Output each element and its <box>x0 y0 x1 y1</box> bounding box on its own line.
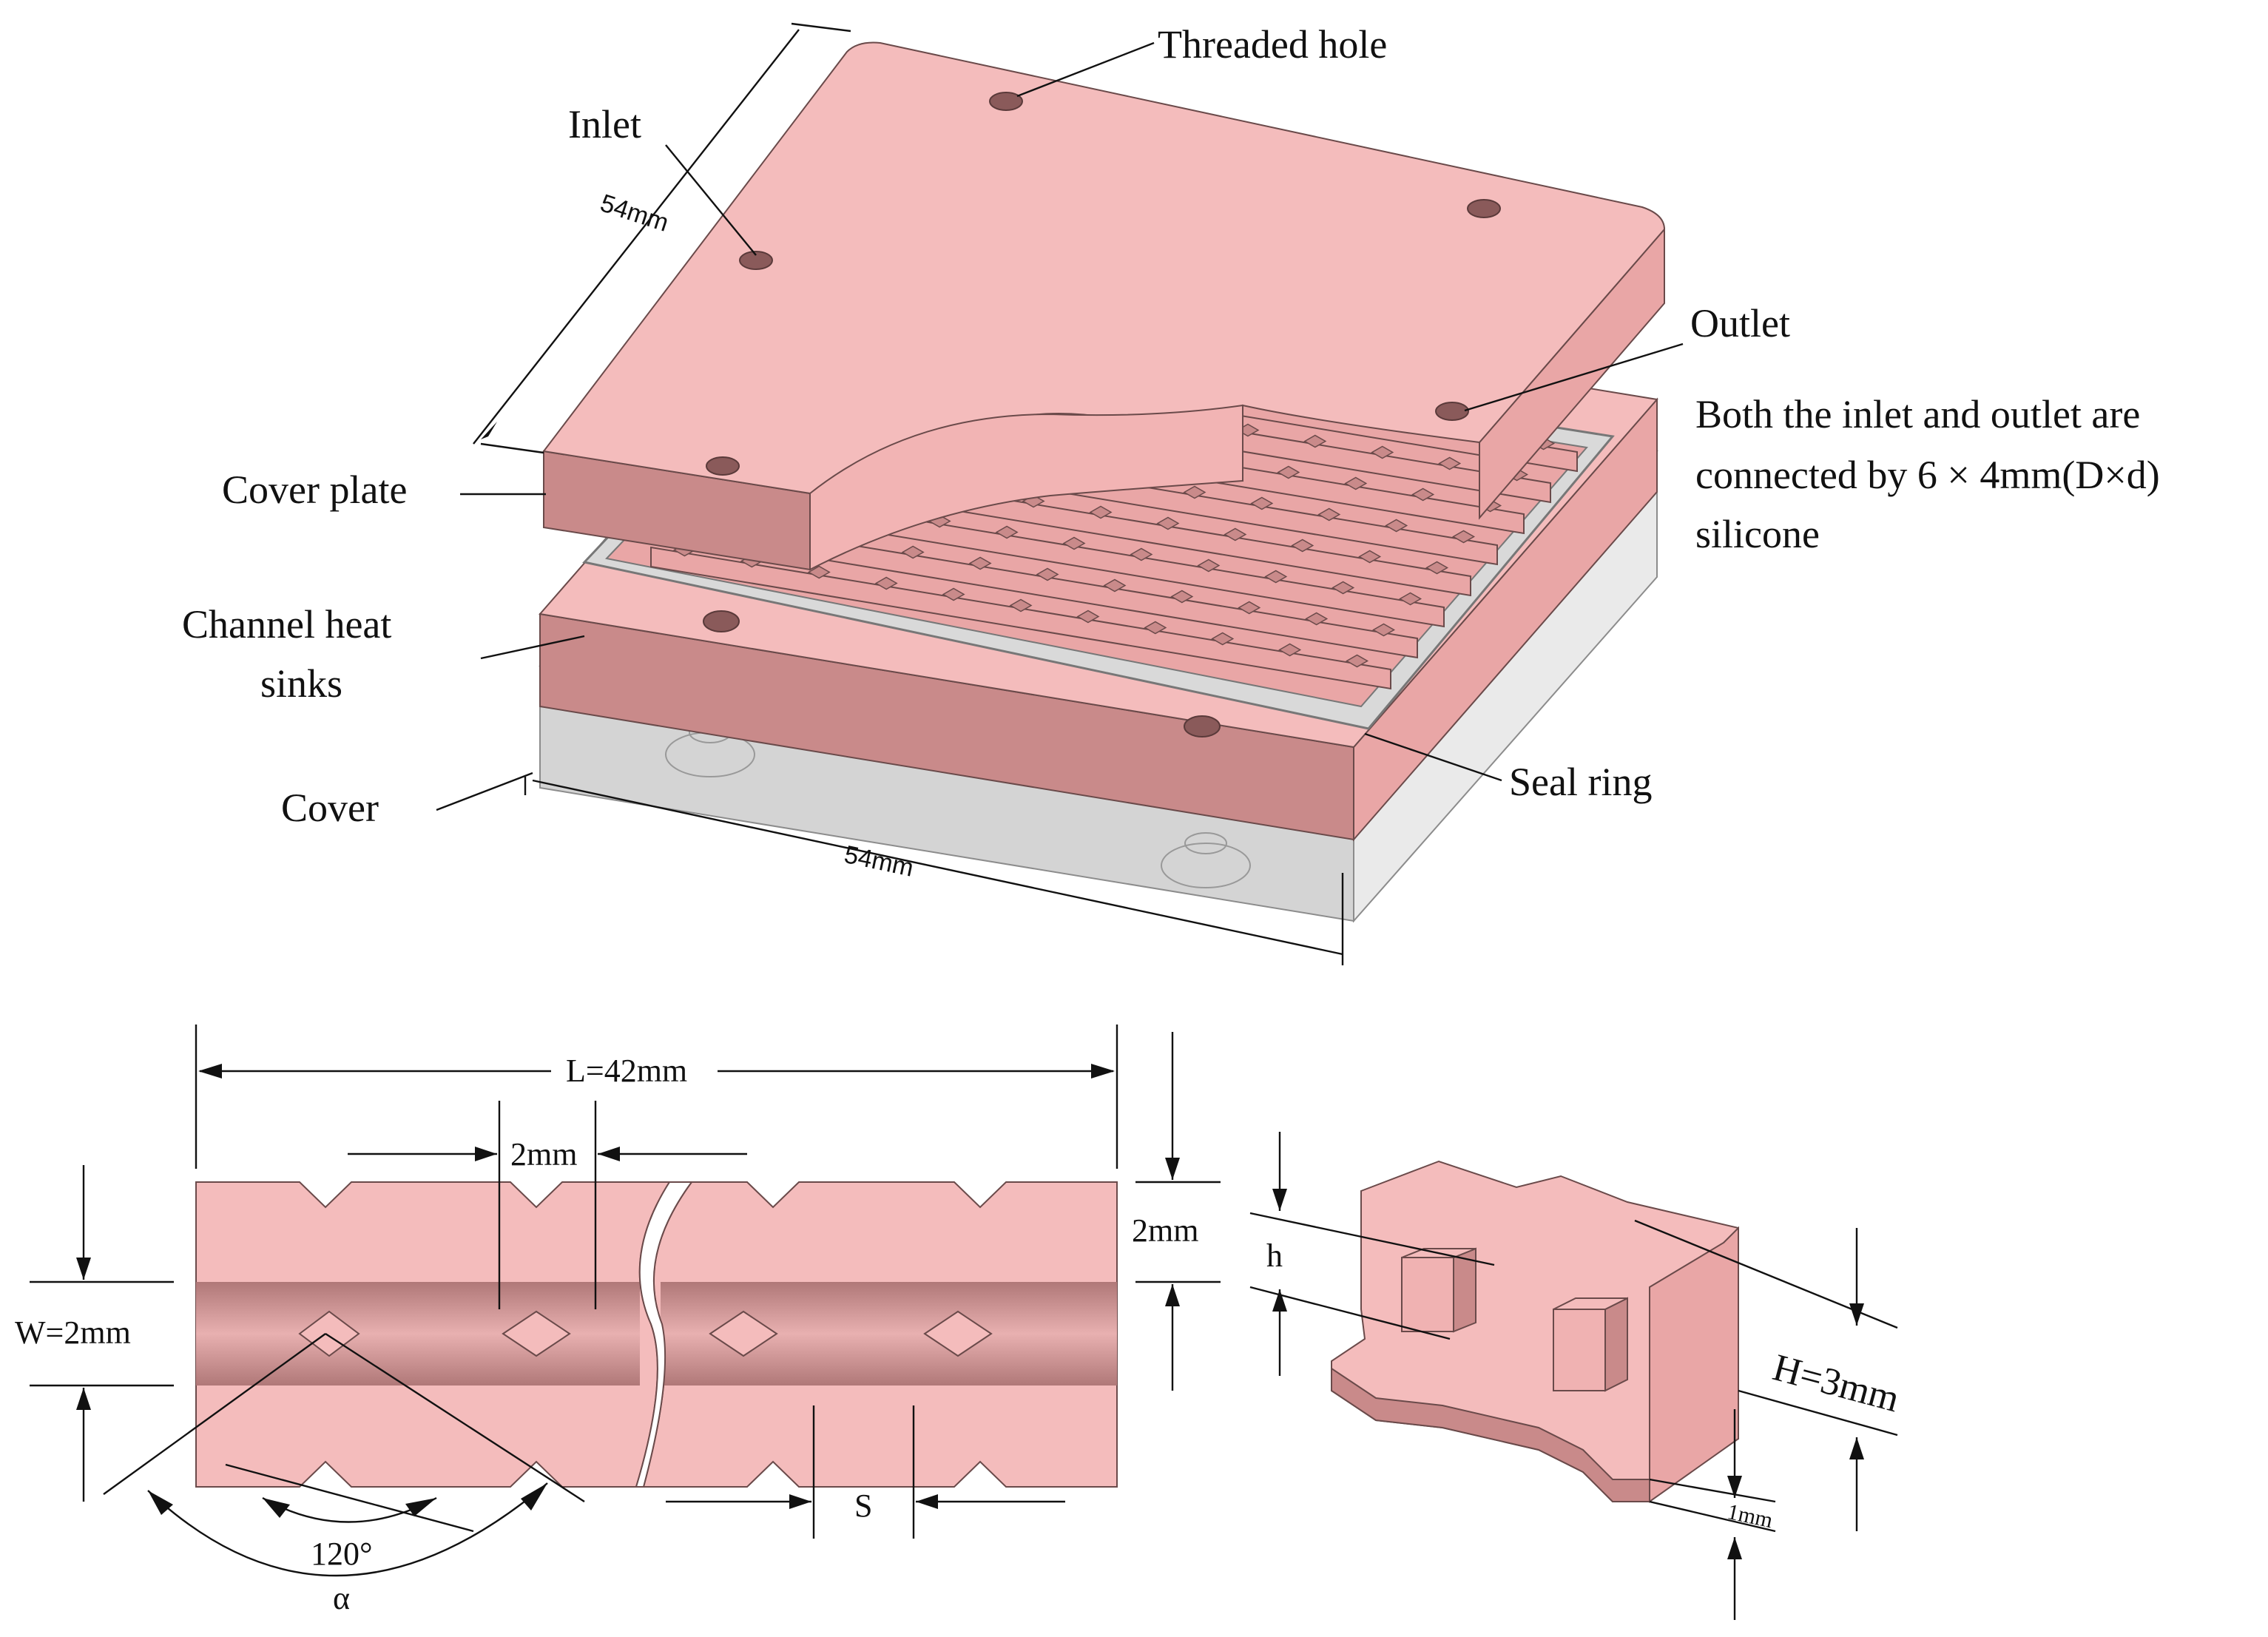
fin-pin <box>1277 465 1300 479</box>
fin-pin <box>1076 610 1100 624</box>
fin-pin <box>1089 505 1113 519</box>
threaded-hole-marker <box>989 92 1023 111</box>
fin-pin <box>1130 547 1153 561</box>
channel-heat-sinks-label-2: sinks <box>260 661 342 706</box>
depth-dimension-label: 2mm <box>1132 1212 1198 1249</box>
inlet-label: Inlet <box>568 102 641 146</box>
fin-pin <box>1371 445 1394 459</box>
fin-pin <box>1438 456 1462 470</box>
fin-pin <box>807 565 831 579</box>
fin-pin <box>1385 519 1408 533</box>
fin-row <box>650 546 1391 690</box>
fin-pin <box>1156 516 1180 530</box>
fin-pin <box>1411 487 1435 502</box>
fin-pin <box>1452 530 1476 544</box>
fin-pin <box>1224 527 1247 541</box>
outlet-hole <box>1435 402 1469 421</box>
outlet-note-line-3: silicone <box>1695 512 1820 556</box>
cover-plate-label: Cover plate <box>222 468 407 512</box>
fin-pin <box>968 556 992 570</box>
side-dimension-label: 54mm <box>597 189 672 237</box>
fin-pin <box>1278 643 1302 657</box>
angle-value-label: 120° <box>311 1536 373 1572</box>
fin-pin <box>1183 485 1206 499</box>
fin-pin <box>874 576 898 590</box>
fin-pin <box>1062 536 1086 550</box>
cover-plate <box>542 41 1666 571</box>
fin-pin <box>1332 581 1355 595</box>
fin-pin <box>1264 570 1288 584</box>
fin-pin <box>901 545 925 559</box>
channel-3d-drawing: h H=3mm 1mm <box>1249 1132 1904 1620</box>
fin-pin <box>1009 598 1033 612</box>
inlet-hole <box>739 251 773 270</box>
fin-pin <box>1372 623 1396 637</box>
cover-label: Cover <box>281 786 379 830</box>
fin-pin <box>1344 476 1368 490</box>
fin-pin <box>1358 550 1382 564</box>
width-dimension-label: W=2mm <box>15 1314 131 1351</box>
fin-pin <box>1211 632 1235 646</box>
assembly-drawing: 54mm 54mm Threaded hole Inlet Outlet Bot… <box>182 22 2160 965</box>
leader-lines <box>436 41 1684 811</box>
fin-pin <box>1317 507 1341 522</box>
fin-pin <box>1303 434 1327 448</box>
angle-symbol-label: α <box>333 1580 350 1616</box>
fin-pin <box>1305 612 1329 626</box>
outlet-note-line-2: connected by 6 × 4mm(D×d) <box>1695 453 2160 497</box>
threaded-hole-label: Threaded hole <box>1158 22 1387 67</box>
outlet-note-line-1: Both the inlet and outlet are <box>1695 392 2140 436</box>
fin-pin <box>1197 558 1221 573</box>
spacing-label: S <box>854 1488 872 1524</box>
seal-ring-label: Seal ring <box>1509 760 1652 804</box>
channel-section-drawing: L=42mm 2mm W=2mm 2mm S <box>15 1025 1221 1616</box>
fin-pin <box>1399 592 1422 606</box>
length-dimension-label: L=42mm <box>566 1053 687 1089</box>
fin-pin <box>995 525 1019 539</box>
fin-pin <box>1103 578 1127 593</box>
fin-pin <box>1144 621 1167 635</box>
fin-pin <box>942 587 965 601</box>
outlet-label: Outlet <box>1690 301 1790 345</box>
fin-pin <box>1425 561 1449 575</box>
channel-heat-sinks-label-1: Channel heat <box>182 602 391 647</box>
fin-pin <box>1291 539 1314 553</box>
fin-pin <box>1250 496 1274 510</box>
H-dimension-label: H=3mm <box>1769 1346 1904 1420</box>
fin-pin <box>1036 567 1059 581</box>
fin-pin <box>1170 590 1194 604</box>
fin-pin <box>1346 654 1369 668</box>
fin-pin <box>1238 601 1261 615</box>
pitch-dimension-label: 2mm <box>510 1136 577 1172</box>
h-dimension-label: h <box>1266 1238 1283 1274</box>
base-dimension-label: 1mm <box>1725 1499 1775 1533</box>
